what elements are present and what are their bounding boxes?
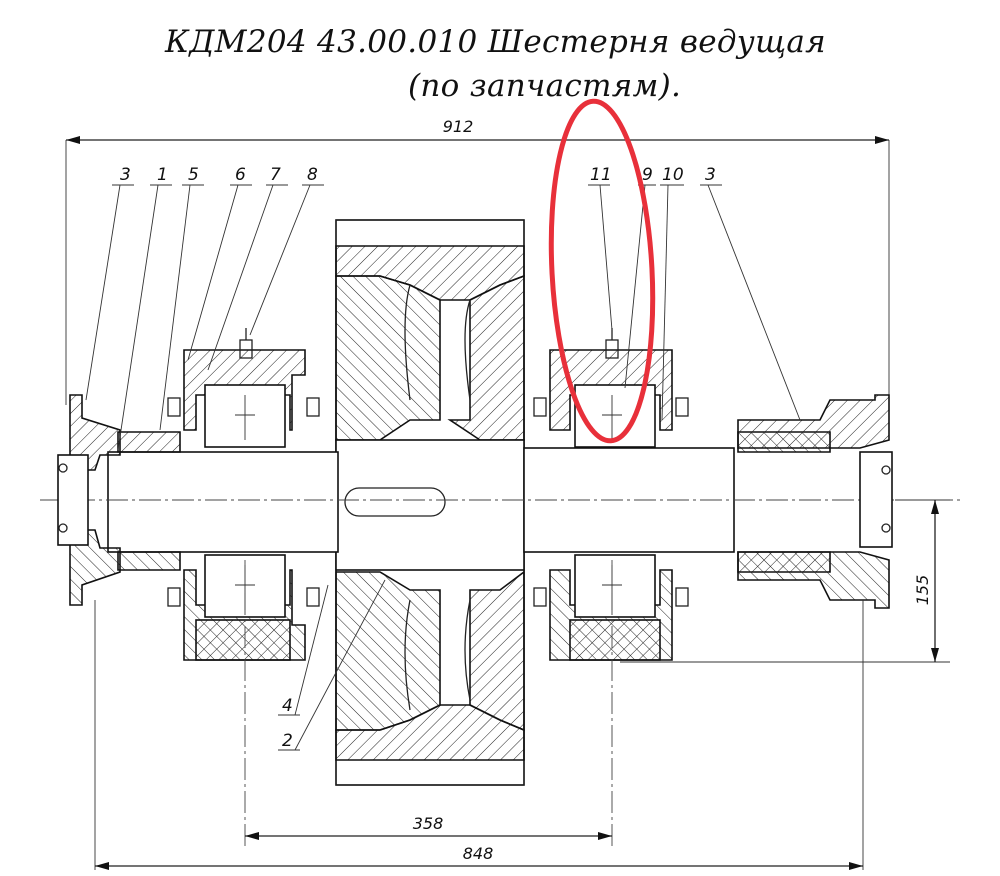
callout-10: 10 <box>662 165 684 185</box>
callout-3-left: 3 <box>120 165 131 185</box>
callout-3-right: 3 <box>705 165 716 185</box>
callouts-right: 11 9 10 3 <box>588 165 801 421</box>
callout-5: 5 <box>188 165 199 185</box>
callout-2: 2 <box>282 731 293 751</box>
gear-wheel <box>335 219 525 786</box>
highlight-ellipse <box>548 98 656 444</box>
dimension-155: 155 <box>620 499 950 663</box>
dimension-912: 912 <box>65 117 890 405</box>
right-flange <box>737 394 893 609</box>
dim-358-label: 358 <box>413 814 444 833</box>
callouts-bottom: 4 2 <box>278 579 386 751</box>
callout-1: 1 <box>157 165 168 185</box>
dimension-848: 848 <box>94 600 864 870</box>
callout-4: 4 <box>282 696 293 716</box>
drawing-subtitle: (по запчастям). <box>408 68 682 104</box>
callout-11: 11 <box>590 165 612 185</box>
callout-6: 6 <box>235 165 246 185</box>
left-flange <box>57 394 121 606</box>
dimension-358: 358 <box>244 560 613 850</box>
dim-155-label: 155 <box>913 575 932 606</box>
dim-848-label: 848 <box>463 844 494 863</box>
drawing-title: КДМ204 43.00.010 Шестерня ведущая <box>165 24 827 60</box>
right-bearing-housing <box>533 328 689 661</box>
callout-7: 7 <box>270 165 281 185</box>
callouts-left: 3 1 5 6 7 8 <box>85 165 324 451</box>
callout-9: 9 <box>642 165 653 185</box>
callout-8: 8 <box>307 165 318 185</box>
dim-912-label: 912 <box>443 117 474 136</box>
